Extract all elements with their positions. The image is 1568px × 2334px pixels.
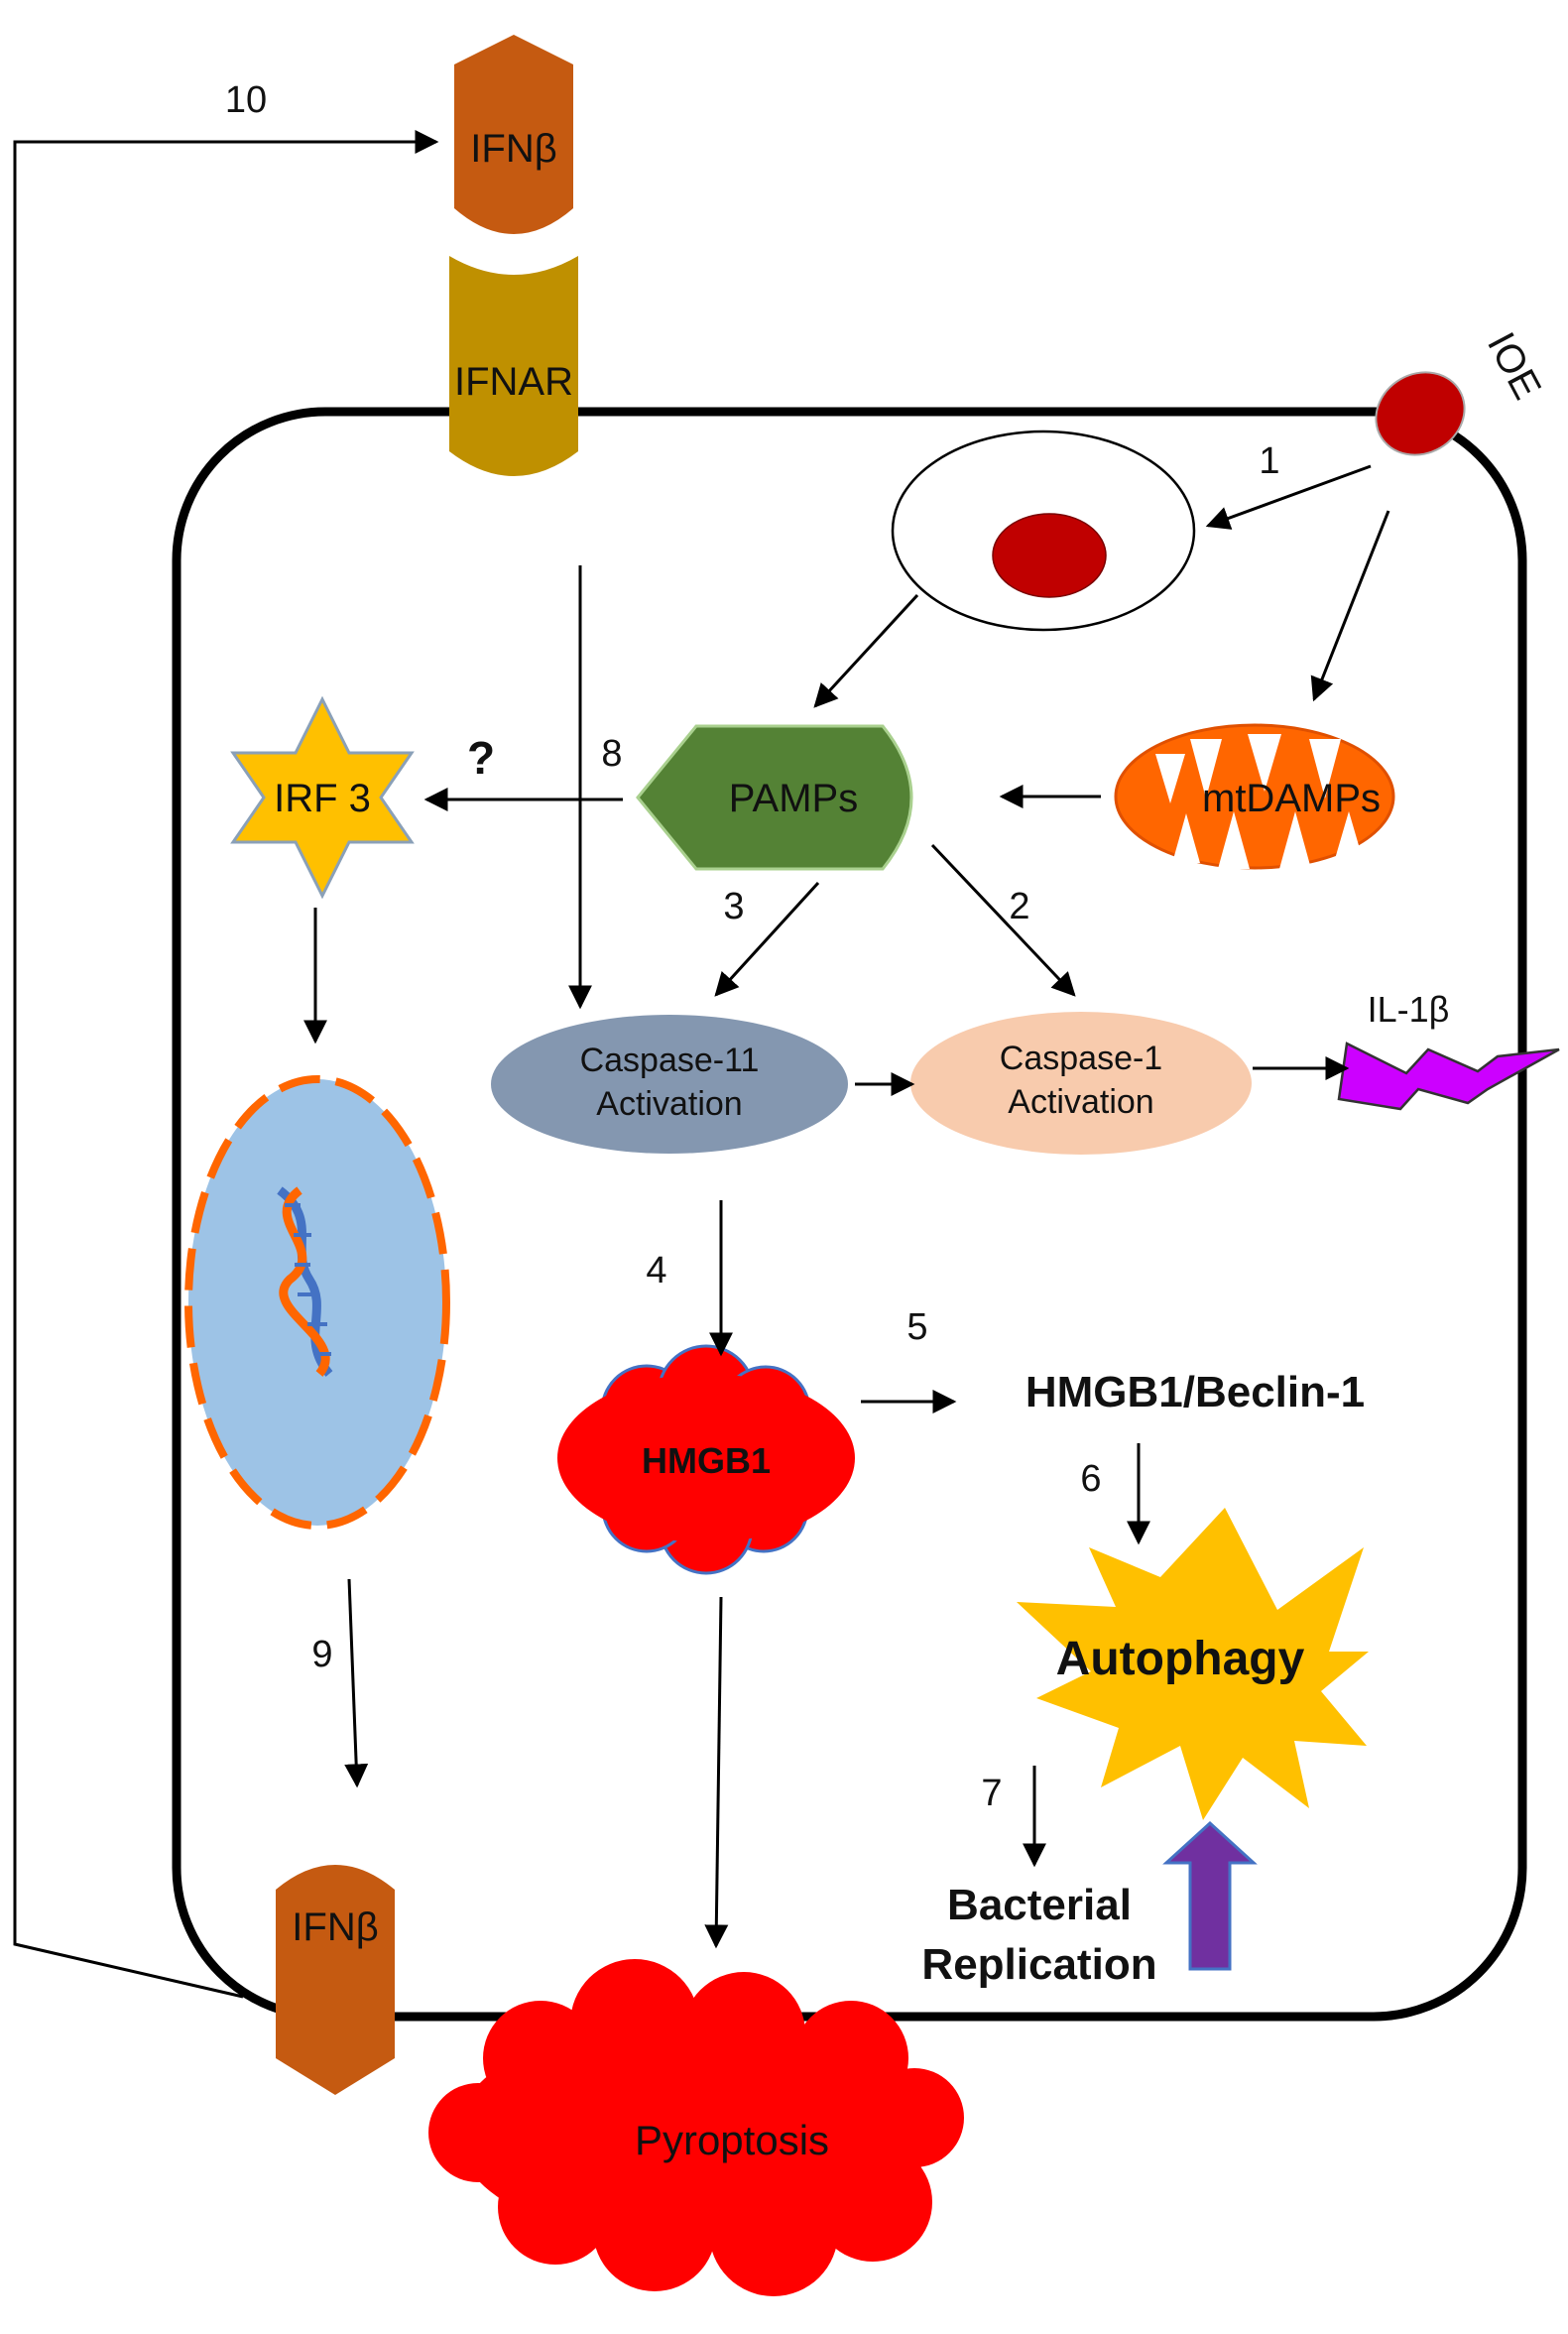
step-4: 4 — [646, 1250, 666, 1291]
ioe-bacterium: IOE — [1375, 325, 1549, 456]
step-2: 2 — [1009, 886, 1029, 927]
arrow-hmgb1-pyroptosis — [704, 1596, 729, 1949]
ifnb-top-label: IFNβ — [470, 127, 556, 171]
irf3: IRF 3 — [230, 695, 415, 900]
hmgb1: HMGB1 — [557, 1344, 855, 1575]
pamps-label: PAMPs — [729, 777, 858, 820]
irf3-label: IRF 3 — [274, 777, 371, 820]
pathway-arrows — [13, 130, 1390, 1999]
caspase1-activation: Caspase-1 Activation — [910, 1012, 1252, 1155]
arrow-ioe-vacuole — [1205, 464, 1372, 530]
bacterial-replication-line1: Bacterial — [947, 1881, 1132, 1929]
dna-helix — [277, 1186, 333, 1377]
arrow-pamps-caspase1 — [930, 843, 1076, 997]
caspase11-activation: Caspase-11 Activation — [491, 1015, 848, 1154]
il1b-label: IL-1β — [1368, 989, 1450, 1030]
question-mark: ? — [467, 732, 495, 784]
step-10: 10 — [225, 79, 267, 121]
pamps: PAMPs — [636, 724, 913, 871]
bacterial-replication-line2: Replication — [921, 1940, 1156, 1989]
step-6: 6 — [1080, 1458, 1101, 1500]
ifnb-bottom: IFNβ — [276, 1865, 395, 2095]
mtdamps-label: mtDAMPs — [1202, 777, 1381, 820]
hmgb1-beclin-label: HMGB1/Beclin-1 — [1025, 1368, 1365, 1416]
step-7: 7 — [981, 1773, 1002, 1814]
ifnar-label: IFNAR — [454, 360, 573, 404]
arrow-pamps-caspase11 — [714, 881, 820, 997]
vacuole — [891, 430, 1196, 632]
arrow-ioe-mtdamps — [1310, 510, 1390, 702]
ifnb-ligand-top: IFNβ — [454, 35, 573, 234]
ioe-label: IOE — [1479, 325, 1549, 406]
pyroptosis-label: Pyroptosis — [635, 2117, 829, 2163]
caspase1-label-line1: Caspase-1 — [1000, 1040, 1162, 1077]
ifnar-receptor: IFNAR — [449, 256, 578, 476]
step-8: 8 — [601, 733, 622, 775]
mtdamps: mtDAMPs — [1114, 723, 1395, 870]
pyroptosis: Pyroptosis — [428, 1959, 964, 2296]
hmgb1-label: HMGB1 — [642, 1440, 771, 1481]
step-5: 5 — [906, 1306, 927, 1348]
arrow-vacuole-pamps — [813, 593, 919, 708]
il1b: IL-1β — [1337, 989, 1560, 1111]
arrow-nucleus-ifnb — [344, 1578, 369, 1788]
caspase11-label-line2: Activation — [596, 1085, 742, 1123]
autophagy: Autophagy — [1017, 1508, 1369, 1820]
ifnb-bottom-label: IFNβ — [292, 1905, 378, 1949]
step-3: 3 — [723, 886, 744, 927]
step-1: 1 — [1259, 440, 1279, 482]
autophagy-label: Autophagy — [1056, 1633, 1305, 1685]
caspase1-label-line2: Activation — [1008, 1083, 1153, 1121]
caspase11-label-line1: Caspase-11 — [580, 1042, 760, 1079]
step-9: 9 — [311, 1634, 332, 1675]
arrow-feedback-ifnb — [13, 130, 439, 1999]
nucleus — [184, 1075, 450, 1530]
increase-arrow — [1162, 1820, 1258, 1971]
